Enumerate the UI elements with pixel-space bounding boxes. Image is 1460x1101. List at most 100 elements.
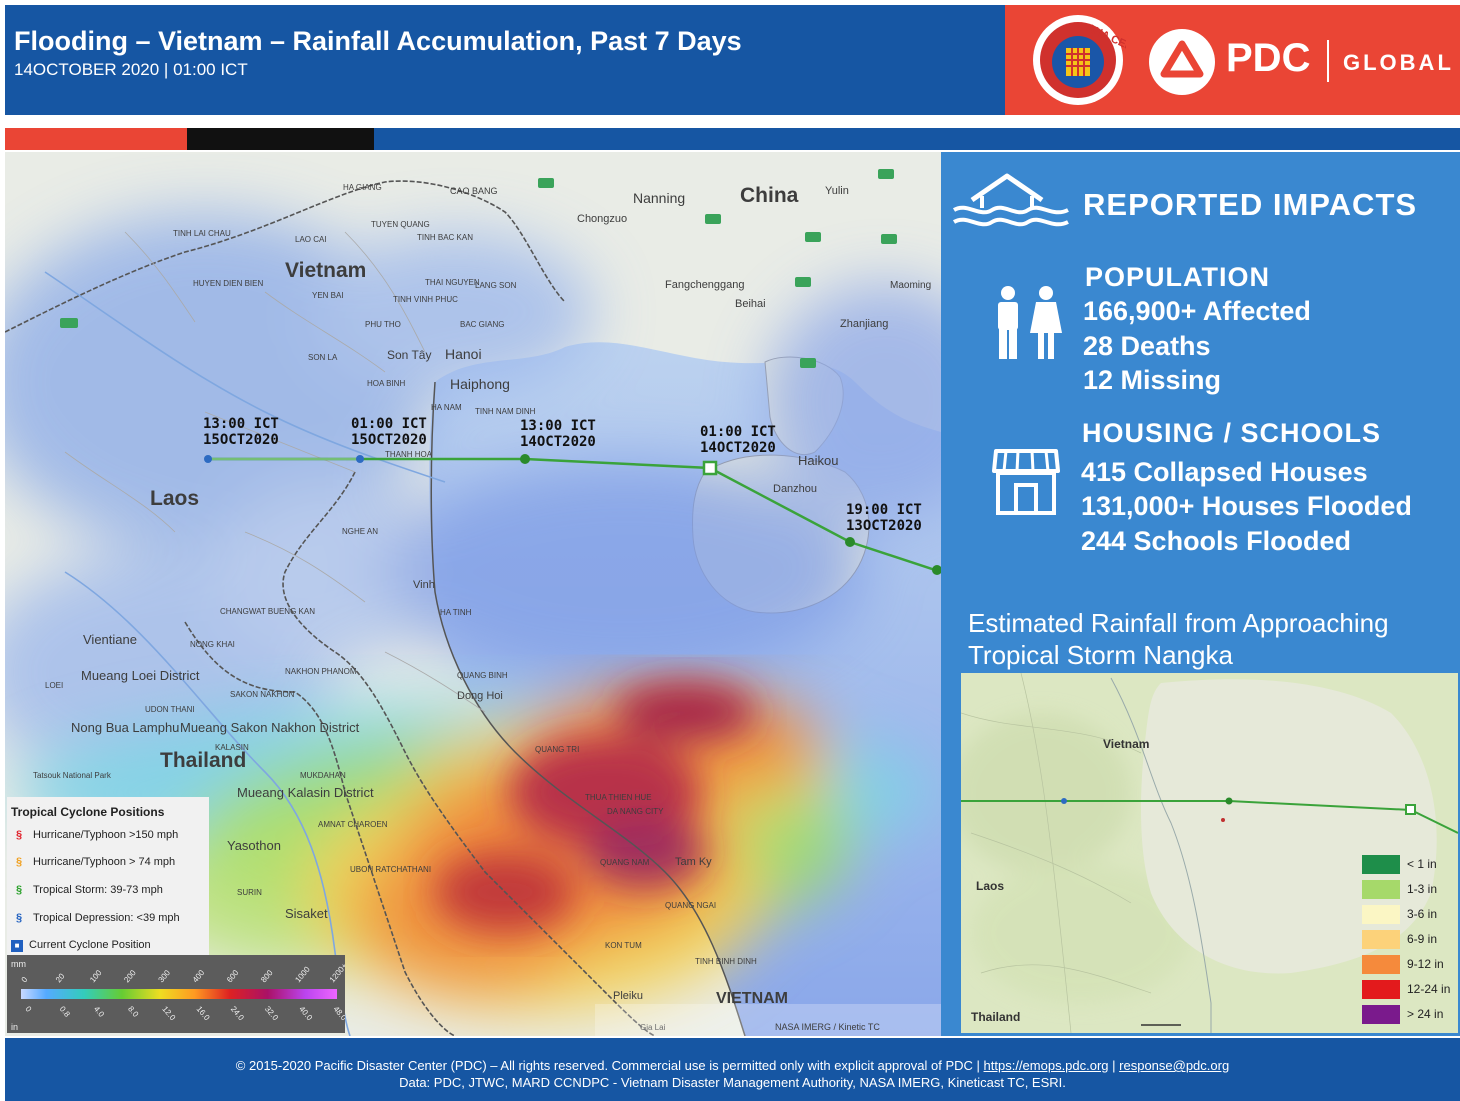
legend-swatch xyxy=(1362,880,1400,899)
inset-rainfall-zone xyxy=(1141,679,1437,974)
city-label: Vientiane xyxy=(83,632,137,647)
inset-coastline xyxy=(1110,677,1212,1033)
scale-tick-mm: 800 xyxy=(259,968,275,984)
cyclone-icon: § xyxy=(15,884,23,896)
city-label: Mueang Sakon Nakhon District xyxy=(180,720,360,735)
city-label: QUANG TRI xyxy=(535,745,579,754)
square-marker-icon: ■ xyxy=(11,940,23,952)
rainfall-legend-item: 3-6 in xyxy=(1362,903,1457,924)
map-attribution-strip xyxy=(595,1004,941,1036)
city-label: Son Tây xyxy=(387,348,431,362)
track-label-date: 14OCT2020 xyxy=(520,434,596,450)
people-icon xyxy=(998,286,1062,359)
population-missing: 12 Missing xyxy=(1083,365,1222,395)
scale-tick-in: 24.0 xyxy=(229,1005,246,1023)
legend-swatch xyxy=(1362,1005,1400,1024)
inset-rainfall-map[interactable]: Vietnam Laos Thailand xyxy=(961,673,1458,1033)
emops-link[interactable]: https://emops.pdc.org xyxy=(983,1058,1109,1073)
scale-tick-in: 12.0 xyxy=(160,1005,177,1023)
inset-rainfall-legend: < 1 in 1-3 in 3-6 in 6-9 in 9-12 in 12-2… xyxy=(1362,853,1457,1028)
rainfall-legend-item: 1-3 in xyxy=(1362,878,1457,899)
city-label: Mueang Loei District xyxy=(81,668,200,683)
cyclone-legend: Tropical Cyclone Positions §Hurricane/Ty… xyxy=(7,797,209,955)
rainfall-map[interactable]: Vietnam China Laos Thailand CAO BANG HA … xyxy=(5,152,941,1036)
cyclone-icon: § xyxy=(15,829,23,841)
city-label: BAC GIANG xyxy=(460,320,504,329)
rainfall-legend-item: 9-12 in xyxy=(1362,953,1457,974)
cyclone-track-points xyxy=(204,454,941,575)
scale-unit-mm: mm xyxy=(11,959,26,969)
legend-swatch xyxy=(1362,930,1400,949)
footer-bar: © 2015-2020 Pacific Disaster Center (PDC… xyxy=(5,1038,1460,1101)
city-label: UBON RATCHATHANI xyxy=(350,865,431,874)
city-label: Tatsouk National Park xyxy=(33,771,112,780)
track-label-time: 13:00 ICT xyxy=(203,416,279,432)
city-label: Pleiku xyxy=(613,990,643,1002)
scale-tick-mm: 600 xyxy=(225,968,241,984)
city-label: Danzhou xyxy=(773,483,817,495)
city-label: Zhanjiang xyxy=(840,318,888,330)
response-email-link[interactable]: response@pdc.org xyxy=(1119,1058,1230,1073)
country-label-vietnam: Vietnam xyxy=(285,259,366,282)
city-label: NAKHON PHANOM xyxy=(285,667,357,676)
page-title: Flooding – Vietnam – Rainfall Accumulati… xyxy=(14,26,742,56)
cyclone-legend-item: §Hurricane/Typhoon >150 mph xyxy=(11,829,178,841)
city-label: Maoming xyxy=(890,280,931,291)
city-label: THANH HOA xyxy=(385,450,433,459)
scale-tick-mm: 1000 xyxy=(293,964,312,984)
rainfall-legend-item: < 1 in xyxy=(1362,853,1457,874)
city-label: PHU THO xyxy=(365,320,401,329)
brand-divider xyxy=(1327,40,1329,82)
population-heading: POPULATION xyxy=(1085,262,1270,292)
track-point xyxy=(520,454,530,464)
global-wordmark: GLOBAL xyxy=(1343,50,1454,75)
track-point xyxy=(845,537,855,547)
inset-caption-line2: Tropical Storm Nangka xyxy=(968,640,1233,670)
scale-tick-in: 48.0+ xyxy=(331,1005,345,1027)
cyclone-legend-item: §Tropical Storm: 39-73 mph xyxy=(11,884,163,896)
inset-track-point xyxy=(1225,797,1233,805)
rainfall-legend-item: 6-9 in xyxy=(1362,928,1457,949)
scale-tick-mm: 20 xyxy=(54,971,67,984)
footer-data-sources: Data: PDC, JTWC, MARD CCNDPC - Vietnam D… xyxy=(399,1075,1066,1090)
city-label: Nong Bua Lamphu xyxy=(71,720,179,735)
city-label: VIETNAM xyxy=(716,990,788,1007)
panel-heading: REPORTED IMPACTS xyxy=(1083,187,1418,222)
city-labels: CAO BANG HA GIANG TUYEN QUANG TINH BAC K… xyxy=(33,183,931,1032)
scale-tick-in: 32.0 xyxy=(263,1005,280,1023)
scale-tick-in: 4.0 xyxy=(92,1005,106,1020)
scale-tick-in: 8.0 xyxy=(126,1005,140,1020)
cyclone-icon: § xyxy=(15,912,23,924)
city-label: Vinh xyxy=(413,579,435,591)
city-label: Yulin xyxy=(825,185,849,197)
legend-swatch xyxy=(1362,980,1400,999)
scale-tick-in: 16.0 xyxy=(195,1005,212,1023)
city-label: QUANG NGAI xyxy=(665,901,716,910)
legend-swatch xyxy=(1362,955,1400,974)
city-label: TUYEN QUANG xyxy=(371,220,430,229)
rainfall-light-overlay xyxy=(5,212,941,792)
inset-current-position xyxy=(1405,804,1416,815)
track-label-time: 01:00 ICT xyxy=(700,424,776,440)
scale-tick-in: 0 xyxy=(23,1005,33,1015)
city-label: Tam Ky xyxy=(675,856,712,868)
track-label-date: 14OCT2020 xyxy=(700,440,776,456)
city-label: NGHE AN xyxy=(342,527,378,536)
city-label: CHANGWAT BUENG KAN xyxy=(220,607,315,616)
city-label: QUANG BINH xyxy=(457,671,508,680)
track-labels: 13:00 ICT 15OCT2020 01:00 ICT 15OCT2020 … xyxy=(203,416,922,534)
scale-tick-mm: 100 xyxy=(88,968,104,984)
cyclone-icon: § xyxy=(15,856,23,868)
city-label: TINH VINH PHUC xyxy=(393,295,458,304)
city-label: TINH BAC KAN xyxy=(417,233,473,242)
track-label-time: 01:00 ICT xyxy=(351,416,427,432)
country-borders xyxy=(5,180,656,1036)
stripe-blue xyxy=(374,128,1460,150)
scale-tick-mm: 300 xyxy=(157,968,173,984)
city-label: KON TUM xyxy=(605,941,642,950)
city-label: HOA BINH xyxy=(367,379,405,388)
inset-label-thailand: Thailand xyxy=(971,1010,1020,1024)
scale-tick-mm: 200 xyxy=(122,968,138,984)
inset-label-laos: Laos xyxy=(976,879,1004,893)
